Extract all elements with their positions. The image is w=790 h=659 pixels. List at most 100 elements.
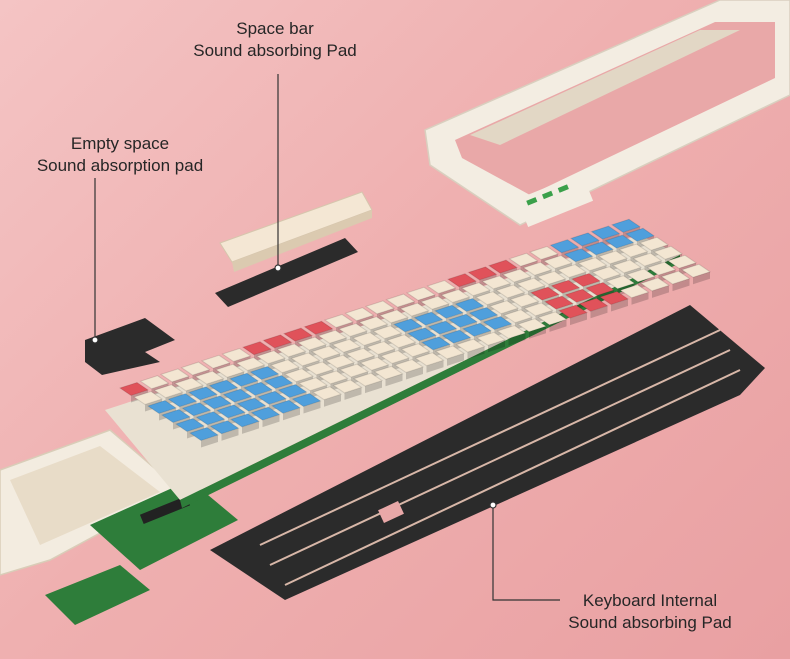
keycap xyxy=(474,291,506,306)
keycap-side xyxy=(365,380,382,394)
label-line: Keyboard Internal xyxy=(582,591,718,610)
label-internal-pad: Keyboard Internal Sound absorbing Pad xyxy=(540,590,760,634)
keycap xyxy=(296,336,328,351)
keycap xyxy=(393,358,425,374)
keycap xyxy=(263,374,294,390)
keycap xyxy=(352,372,384,387)
keycap xyxy=(358,316,389,331)
keycap-side xyxy=(262,414,280,428)
keycap xyxy=(214,363,246,378)
keycap xyxy=(359,356,390,371)
keycap xyxy=(344,307,375,322)
keycap xyxy=(323,313,355,329)
keycap xyxy=(605,275,636,290)
keycap-side xyxy=(324,394,341,407)
label-line: Sound absorbing Pad xyxy=(193,41,357,60)
keycap xyxy=(221,347,252,363)
keycap xyxy=(611,259,643,274)
keycap xyxy=(276,343,307,358)
keycap-side xyxy=(693,271,710,285)
keycap xyxy=(528,245,560,261)
keycap xyxy=(270,399,302,414)
keycap xyxy=(236,397,267,412)
keycap xyxy=(455,338,486,353)
keycap xyxy=(563,248,594,263)
label-line: Space bar xyxy=(236,19,314,38)
keycap-side xyxy=(570,312,587,326)
keycap xyxy=(481,275,512,290)
keycap xyxy=(209,420,240,435)
keycap xyxy=(660,270,691,285)
keycap xyxy=(426,279,457,295)
keycap xyxy=(379,349,411,365)
keycap xyxy=(543,295,575,310)
keycap xyxy=(516,318,548,333)
keycap xyxy=(413,311,444,326)
keycap xyxy=(406,327,438,342)
bottom-case xyxy=(0,429,182,576)
keycap xyxy=(249,365,280,381)
keycap xyxy=(235,356,266,372)
keycap xyxy=(139,375,170,390)
keycap xyxy=(187,386,219,401)
keycap-side xyxy=(426,360,444,373)
keycap xyxy=(241,341,273,356)
keycap xyxy=(160,408,192,424)
keycap xyxy=(174,417,206,433)
keycap xyxy=(542,254,574,270)
keycap xyxy=(338,363,370,378)
keycap xyxy=(208,379,239,394)
keycap xyxy=(496,324,527,340)
keycap xyxy=(269,359,301,374)
keycap xyxy=(318,370,349,385)
keycap xyxy=(639,277,671,292)
keycap xyxy=(578,297,609,312)
keycap xyxy=(632,252,663,267)
keycap xyxy=(523,302,554,317)
keycap-side xyxy=(611,299,628,312)
keycap xyxy=(195,411,226,426)
keycap xyxy=(201,395,233,410)
keycap xyxy=(619,284,650,299)
keycap xyxy=(610,218,642,233)
keycap xyxy=(556,263,588,279)
label-line: Sound absorption pad xyxy=(36,156,204,175)
keycap xyxy=(180,361,211,376)
keycap xyxy=(549,239,580,254)
keycap xyxy=(386,334,417,349)
keycap xyxy=(508,252,539,267)
keycap xyxy=(200,354,232,369)
keycap xyxy=(638,236,670,251)
keycap xyxy=(283,368,315,383)
keycap xyxy=(385,293,416,308)
keycap-side xyxy=(467,346,485,360)
keycap xyxy=(680,263,712,278)
keycap-side xyxy=(344,387,362,400)
keycap xyxy=(419,295,451,310)
keycap xyxy=(277,383,308,399)
keycaps xyxy=(118,218,712,448)
top-case-frame xyxy=(424,0,790,228)
keycap xyxy=(378,309,410,324)
keycap xyxy=(372,325,403,340)
keycap xyxy=(440,288,471,304)
keycap xyxy=(242,381,274,396)
keycap xyxy=(454,297,485,313)
leader-lines xyxy=(91,74,560,601)
keycap xyxy=(256,390,288,405)
keycap xyxy=(447,313,479,328)
keycap-side xyxy=(652,285,669,298)
keycap xyxy=(646,261,677,276)
keycap xyxy=(222,388,253,403)
keycap xyxy=(584,281,616,297)
keycap xyxy=(501,268,533,283)
keycap xyxy=(405,286,437,301)
keycap xyxy=(194,370,225,385)
keycap xyxy=(666,254,698,269)
keycap xyxy=(569,232,601,247)
keycap-side xyxy=(590,305,608,319)
keycap xyxy=(181,402,212,417)
keycap xyxy=(215,404,247,419)
keycap xyxy=(414,352,445,367)
